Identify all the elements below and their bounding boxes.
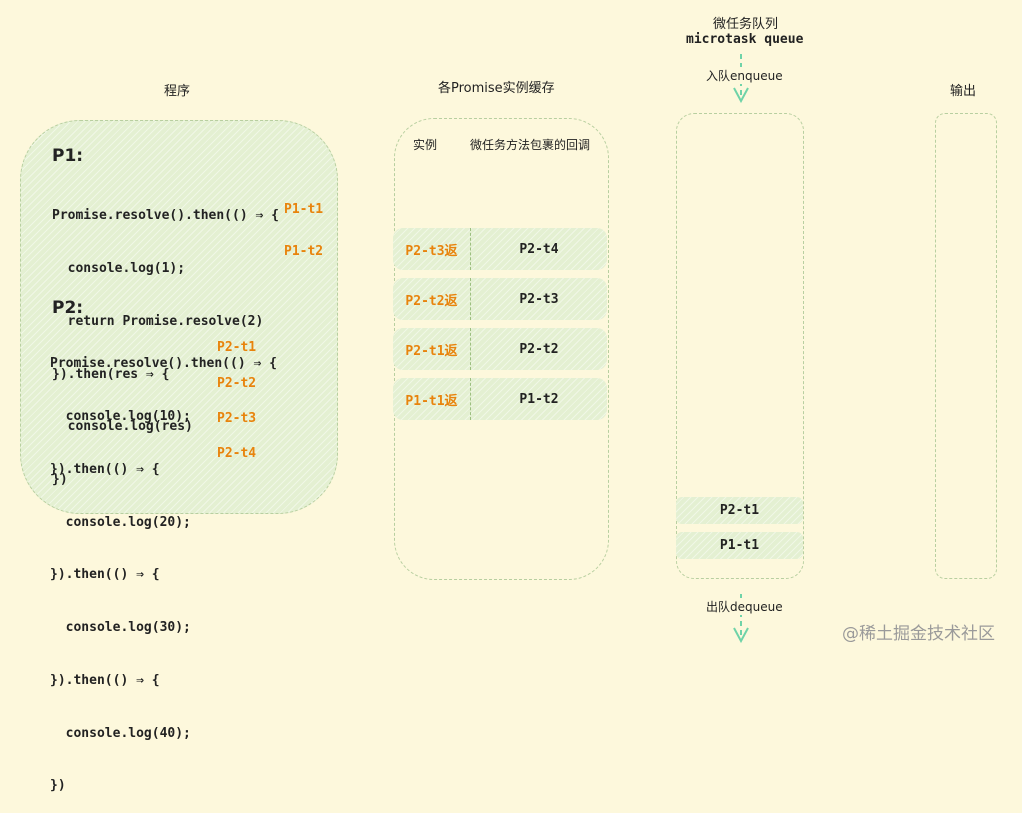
p2-tag: P2-t1 bbox=[217, 340, 257, 355]
watermark: @稀土掘金技术社区 bbox=[842, 624, 995, 644]
cache-callback: P2-t4 bbox=[519, 241, 559, 257]
cache-callback: P2-t3 bbox=[519, 291, 559, 307]
p2-tag: P2-t4 bbox=[217, 446, 257, 461]
code-line: console.log(30); bbox=[50, 620, 191, 636]
queue-panel bbox=[676, 113, 804, 579]
code-line: }).then(res ⇒ { bbox=[52, 366, 170, 382]
cache-instance: P2-t1返 bbox=[393, 328, 471, 370]
cache-row: P1-t1返 P1-t2 bbox=[393, 378, 607, 420]
program-panel bbox=[20, 120, 338, 514]
cache-row: P2-t3返 P2-t4 bbox=[393, 228, 607, 270]
code-line: console.log(1); bbox=[52, 260, 186, 276]
cache-callback: P1-t2 bbox=[519, 391, 559, 407]
p2-tag: P2-t3 bbox=[217, 411, 257, 426]
p1-code: Promise.resolve().then(() ⇒ { console.lo… bbox=[52, 172, 279, 506]
queue-item: P2-t1 bbox=[676, 497, 803, 524]
p1-tag: P1-t1 bbox=[284, 202, 324, 217]
code-line: }).then(() ⇒ { bbox=[50, 567, 160, 583]
cache-heading: 各Promise实例缓存 bbox=[438, 81, 555, 96]
code-line: }) bbox=[52, 472, 68, 488]
code-line: console.log(res) bbox=[52, 419, 193, 435]
program-heading: 程序 bbox=[164, 84, 191, 99]
code-line: }) bbox=[50, 778, 66, 794]
queue-item: P1-t1 bbox=[676, 532, 803, 559]
queue-heading-cn: 微任务队列 bbox=[713, 17, 779, 32]
code-line: return Promise.resolve(2) bbox=[52, 313, 264, 329]
code-line: console.log(40); bbox=[50, 725, 191, 741]
cache-instance: P1-t1返 bbox=[393, 378, 471, 420]
code-line: }).then(() ⇒ { bbox=[50, 461, 160, 477]
p1-label: P1: bbox=[52, 146, 84, 166]
cache-callback: P2-t2 bbox=[519, 341, 559, 357]
p1-tag: P1-t2 bbox=[284, 244, 324, 259]
cache-col-instance: 实例 bbox=[413, 138, 438, 152]
queue-heading-en: microtask queue bbox=[686, 32, 804, 47]
cache-instance: P2-t2返 bbox=[393, 278, 471, 320]
code-line: console.log(20); bbox=[50, 514, 191, 530]
cache-instance: P2-t3返 bbox=[393, 228, 471, 270]
p2-code: Promise.resolve().then(() ⇒ { console.lo… bbox=[50, 320, 277, 813]
code-line: Promise.resolve().then(() ⇒ { bbox=[50, 356, 277, 372]
dequeue-arrow-icon bbox=[733, 594, 749, 644]
code-line: console.log(10); bbox=[50, 408, 191, 424]
cache-row: P2-t2返 P2-t3 bbox=[393, 278, 607, 320]
output-heading: 输出 bbox=[950, 84, 977, 99]
code-line: }).then(() ⇒ { bbox=[50, 672, 160, 688]
output-panel bbox=[935, 113, 997, 579]
cache-row: P2-t1返 P2-t2 bbox=[393, 328, 607, 370]
enqueue-label: 入队enqueue bbox=[704, 67, 785, 84]
p2-label: P2: bbox=[52, 298, 84, 318]
cache-col-callback: 微任务方法包裹的回调 bbox=[470, 138, 591, 152]
p2-tag: P2-t2 bbox=[217, 376, 257, 391]
code-line: Promise.resolve().then(() ⇒ { bbox=[52, 208, 279, 224]
dequeue-label: 出队dequeue bbox=[704, 598, 785, 615]
